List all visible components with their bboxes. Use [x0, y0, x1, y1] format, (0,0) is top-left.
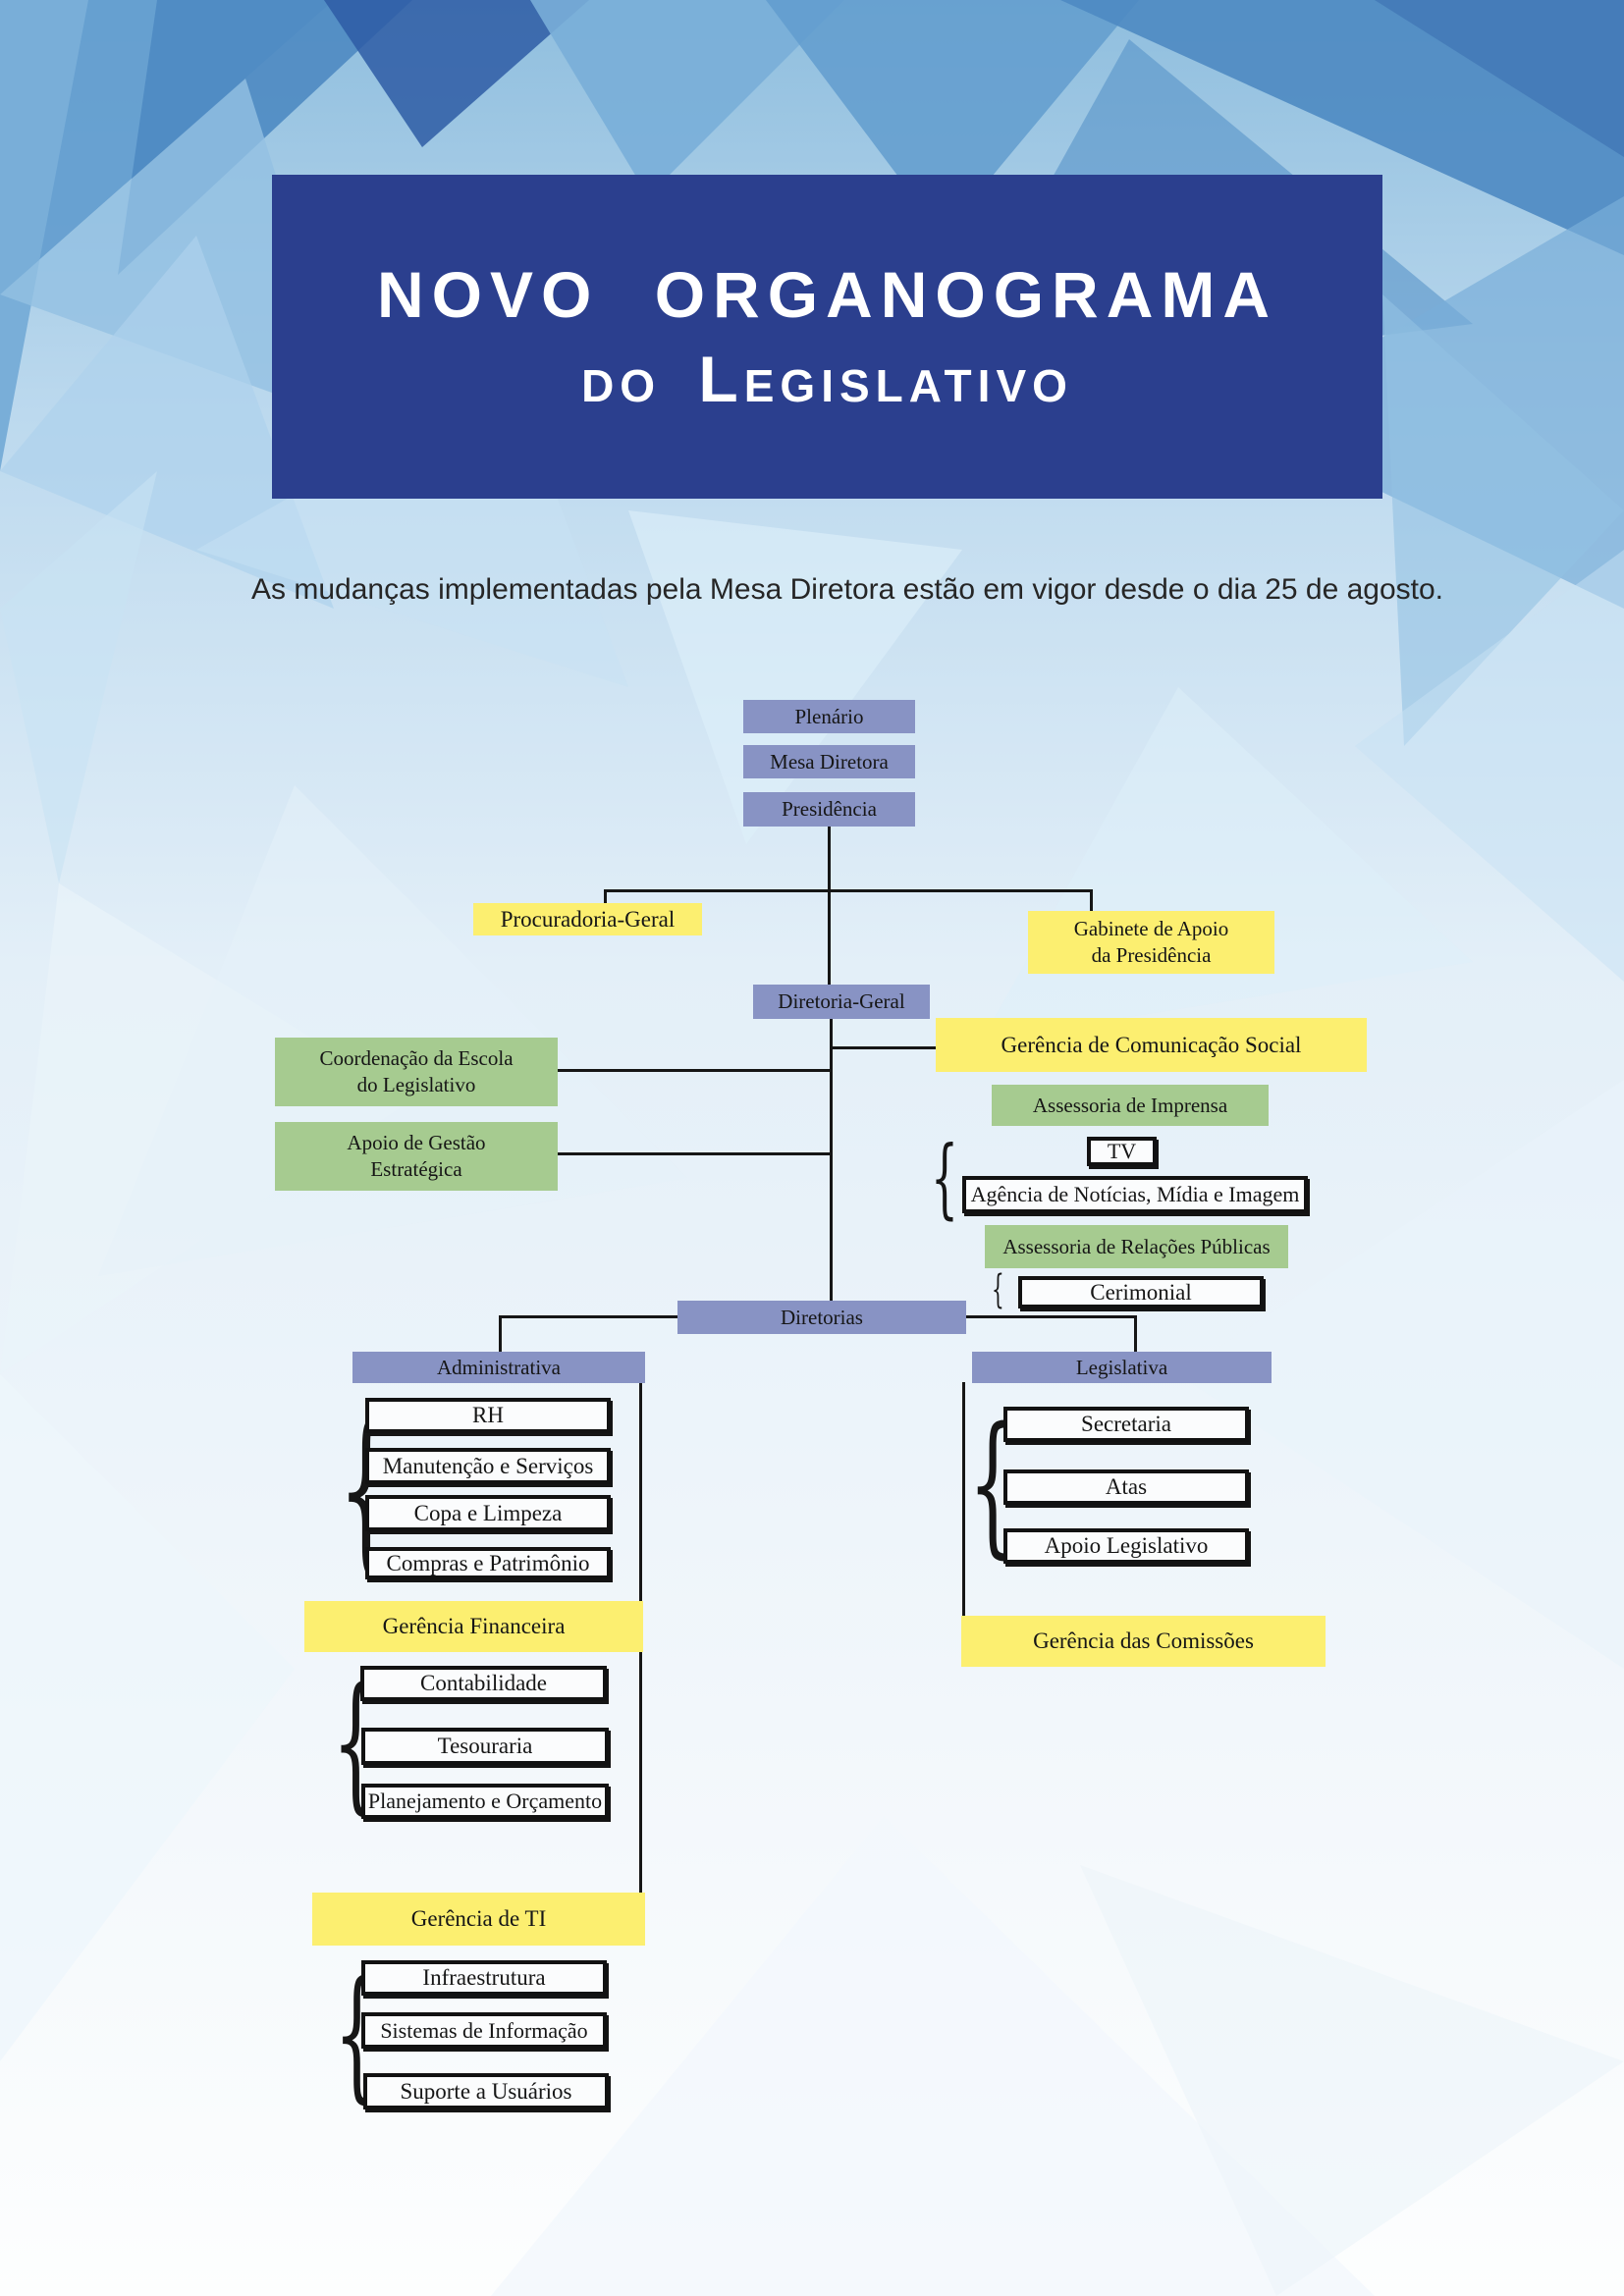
node-assessoria-relacoes-publicas: Assessoria de Relações Públicas — [985, 1225, 1288, 1268]
connector-line — [964, 1315, 1137, 1318]
node-atas: Atas — [1003, 1469, 1249, 1505]
node-copa-limpeza: Copa e Limpeza — [365, 1495, 611, 1531]
node-plenario: Plenário — [743, 700, 915, 733]
node-tesouraria: Tesouraria — [361, 1728, 609, 1765]
node-line: Apoio de Gestão — [347, 1130, 486, 1154]
connector-line — [558, 1069, 832, 1072]
connector-line — [1090, 889, 1093, 913]
node-legislativa: Legislativa — [972, 1352, 1272, 1383]
node-gerencia-comunicacao-social: Gerência de Comunicação Social — [936, 1018, 1367, 1072]
node-mesa-diretora: Mesa Diretora — [743, 745, 915, 778]
node-assessoria-imprensa: Assessoria de Imprensa — [992, 1085, 1269, 1126]
node-tv: TV — [1087, 1137, 1157, 1166]
node-manutencao-servicos: Manutenção e Serviços — [365, 1448, 611, 1484]
node-planejamento-orcamento: Planejamento e Orçamento — [361, 1784, 609, 1819]
node-agencia-noticias: Agência de Notícias, Mídia e Imagem — [962, 1176, 1308, 1213]
node-coordenacao-escola: Coordenação da Escola do Legislativo — [275, 1038, 558, 1106]
brace-icon: { — [931, 1127, 958, 1228]
connector-line — [558, 1152, 832, 1155]
title-line-1: NOVO ORGANOGRAMA — [377, 258, 1277, 331]
node-gerencia-ti: Gerência de TI — [312, 1893, 645, 1946]
node-procuradoria-geral: Procuradoria-Geral — [473, 903, 702, 935]
connector-line — [830, 1018, 833, 1303]
node-presidencia: Presidência — [743, 792, 915, 827]
connector-line — [499, 1315, 502, 1353]
node-line: Estratégica — [370, 1157, 462, 1181]
node-gabinete-apoio-presidencia: Gabinete de Apoio da Presidência — [1028, 911, 1274, 974]
connector-line — [1134, 1315, 1137, 1353]
connector-line — [604, 889, 607, 905]
connector-line — [828, 827, 831, 988]
connector-line — [962, 1382, 965, 1618]
node-apoio-legislativo: Apoio Legislativo — [1003, 1528, 1249, 1564]
node-line: da Presidência — [1091, 943, 1212, 967]
subtitle: As mudanças implementadas pela Mesa Dire… — [251, 573, 1444, 606]
node-gerencia-comissoes: Gerência das Comissões — [961, 1616, 1326, 1667]
node-gerencia-financeira: Gerência Financeira — [304, 1601, 643, 1652]
node-diretoria-geral: Diretoria-Geral — [753, 985, 930, 1019]
node-line: Coordenação da Escola — [319, 1045, 514, 1070]
node-cerimonial: Cerimonial — [1018, 1276, 1264, 1308]
node-suporte-usuarios: Suporte a Usuários — [363, 2073, 609, 2109]
node-infraestrutura: Infraestrutura — [361, 1960, 607, 1996]
connector-line — [604, 889, 1093, 892]
node-compras-patrimonio: Compras e Patrimônio — [365, 1547, 611, 1579]
node-administrativa: Administrativa — [352, 1352, 645, 1383]
node-line: Gabinete de Apoio — [1073, 916, 1229, 940]
node-secretaria: Secretaria — [1003, 1407, 1249, 1442]
brace-icon: { — [992, 1267, 1004, 1312]
connector-line — [832, 1046, 938, 1049]
node-diretorias: Diretorias — [677, 1301, 966, 1334]
node-apoio-gestao-estrategica: Apoio de Gestão Estratégica — [275, 1122, 558, 1191]
title-banner: NOVO ORGANOGRAMA do Legislativo — [272, 175, 1382, 499]
node-contabilidade: Contabilidade — [360, 1666, 607, 1701]
node-sistemas-informacao: Sistemas de Informação — [361, 2012, 607, 2049]
title-line-2: do Legislativo — [581, 343, 1073, 415]
node-line: do Legislativo — [356, 1073, 476, 1096]
connector-line — [499, 1315, 679, 1318]
node-rh: RH — [365, 1398, 611, 1433]
